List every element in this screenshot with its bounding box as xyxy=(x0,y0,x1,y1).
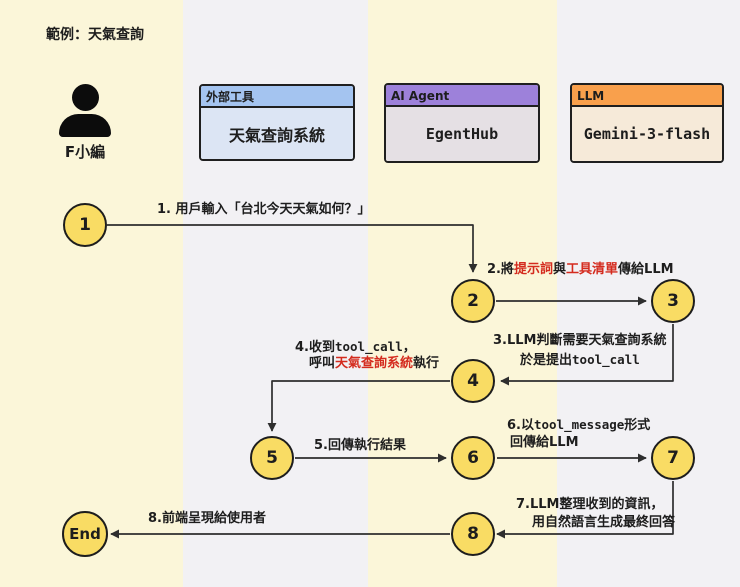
step2-red-toollist: 工具清單 xyxy=(566,262,619,277)
step7-label-line1: 7.LLM整理收到的資訊， xyxy=(516,497,664,512)
node-2: 2 xyxy=(451,279,495,323)
step6-label-line2: 回傳給LLM xyxy=(510,435,579,450)
actor-name: EgentHub xyxy=(386,107,538,161)
actor-name: 天氣查詢系統 xyxy=(201,108,353,159)
node-6: 6 xyxy=(451,436,495,480)
step1-label: 1. 用戶輸入「台北今天天氣如何？」 xyxy=(157,201,371,218)
step3-label-line1: 3.LLM判斷需要天氣查詢系統 xyxy=(493,333,667,348)
actor-box-ai-agent: AI Agent EgentHub xyxy=(384,83,540,163)
person-icon-body xyxy=(59,114,111,137)
node-8: 8 xyxy=(451,512,495,556)
node-end: End xyxy=(62,511,108,557)
tool-call-code: tool_call xyxy=(572,352,640,367)
step2-red-prompt: 提示詞 xyxy=(513,262,553,277)
node-3: 3 xyxy=(651,279,695,323)
step1-text: 1. 用戶輸入「台北今天天氣如何？」 xyxy=(157,202,371,217)
step8-label: 8.前端呈現給使用者 xyxy=(148,511,266,526)
step5-label: 5.回傳執行結果 xyxy=(314,438,406,453)
actor-box-external-tool: 外部工具 天氣查詢系統 xyxy=(199,84,355,161)
actor-box-llm: LLM Gemini-3-flash xyxy=(570,83,724,163)
step7-label-line2: 用自然語言生成最終回答 xyxy=(532,515,676,530)
person-icon xyxy=(72,84,99,111)
node-5: 5 xyxy=(250,436,294,480)
user-actor: F小編 xyxy=(55,80,115,161)
actor-role-label: LLM xyxy=(572,85,722,107)
arrow-step-4 xyxy=(267,380,450,432)
arrow-step-3 xyxy=(500,324,674,386)
actor-name: Gemini-3-flash xyxy=(572,107,722,161)
step2-label: 2.將提示詞與工具清單傳給LLM xyxy=(487,262,674,277)
step4-label-line2: 呼叫天氣查詢系統執行 xyxy=(309,356,440,371)
arrow-step-7 xyxy=(496,481,674,539)
node-1: 1 xyxy=(63,203,107,247)
node-4: 4 xyxy=(451,359,495,403)
arrow-step-1 xyxy=(107,224,478,273)
tool-message-code: tool_message xyxy=(533,417,625,432)
tool-call-code: tool_call xyxy=(334,339,403,354)
user-name: F小編 xyxy=(64,143,106,161)
step3-label-line2: 於是提出tool_call xyxy=(520,352,640,368)
diagram-title: 範例：天氣查詢 xyxy=(46,27,144,43)
step4-label-line1: 4.收到tool_call， xyxy=(295,339,416,355)
actor-role-label: AI Agent xyxy=(386,85,538,107)
step6-label-line1: 6.以tool_message形式 xyxy=(507,417,651,433)
step4-red-system: 天氣查詢系統 xyxy=(335,356,414,371)
node-7: 7 xyxy=(651,436,695,480)
actor-role-label: 外部工具 xyxy=(201,86,353,108)
